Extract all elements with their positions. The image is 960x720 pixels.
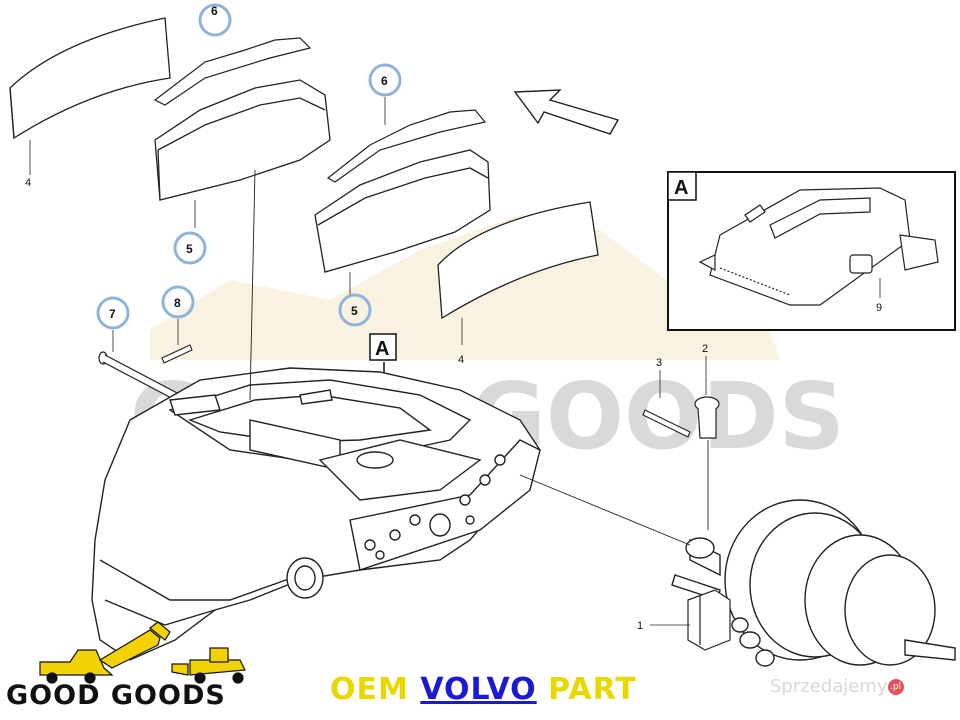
brake-pad-backing-plate <box>9 17 171 140</box>
detail-box-label: A <box>674 177 688 199</box>
callout-5-mid: 5 <box>351 304 358 318</box>
good-goods-logo-icon <box>39 621 246 684</box>
retaining-pin <box>642 409 691 438</box>
locking-pin <box>161 344 193 364</box>
wear-sensor-detail <box>698 187 939 306</box>
highlight-circle <box>198 3 232 37</box>
site-watermark: Sprzedajemy.pl <box>770 676 904 697</box>
pad-retaining-clip <box>326 109 487 183</box>
callout-2: 2 <box>702 343 708 355</box>
clevis-pin <box>694 396 720 530</box>
callout-7: 7 <box>109 307 116 321</box>
highlight-circle <box>96 296 130 330</box>
brake-chamber <box>519 474 956 667</box>
highlight-circle <box>161 285 195 319</box>
part-caption: OEM VOLVO PART <box>330 672 637 712</box>
callout-6-left: 6 <box>211 4 218 18</box>
callout-9: 9 <box>876 302 882 314</box>
highlight-circle <box>173 231 207 265</box>
callout-4-left: 4 <box>25 177 31 189</box>
callout-6-right: 6 <box>381 74 388 88</box>
brake-pad-with-lining <box>314 149 491 273</box>
brake-caliper-housing <box>91 169 541 661</box>
view-marker-label: A <box>375 338 389 360</box>
brake-pad-with-lining <box>154 79 331 201</box>
pad-retaining-clip <box>153 37 312 106</box>
logo-wordmark: GOOD GOODS <box>6 680 226 711</box>
callout-8: 8 <box>174 296 181 310</box>
direction-arrow-icon <box>513 89 620 135</box>
highlight-circle <box>368 63 402 97</box>
site-watermark-text: Sprzedajemy <box>770 676 888 697</box>
caption-suffix: PART <box>548 672 637 707</box>
caption-prefix: OEM <box>330 672 409 707</box>
brake-pad-backing-plate <box>437 201 599 320</box>
highlight-circle <box>338 293 372 327</box>
caption-brand: VOLVO <box>420 672 537 707</box>
site-watermark-badge: .pl <box>887 679 904 695</box>
mounting-bracket <box>687 589 731 651</box>
callout-5-left: 5 <box>186 242 193 256</box>
callout-1: 1 <box>637 620 643 632</box>
view-marker-a: A <box>369 333 397 400</box>
detail-view-box: A 9 <box>667 171 956 331</box>
callout-3: 3 <box>656 357 662 369</box>
callout-4-right: 4 <box>458 354 464 366</box>
